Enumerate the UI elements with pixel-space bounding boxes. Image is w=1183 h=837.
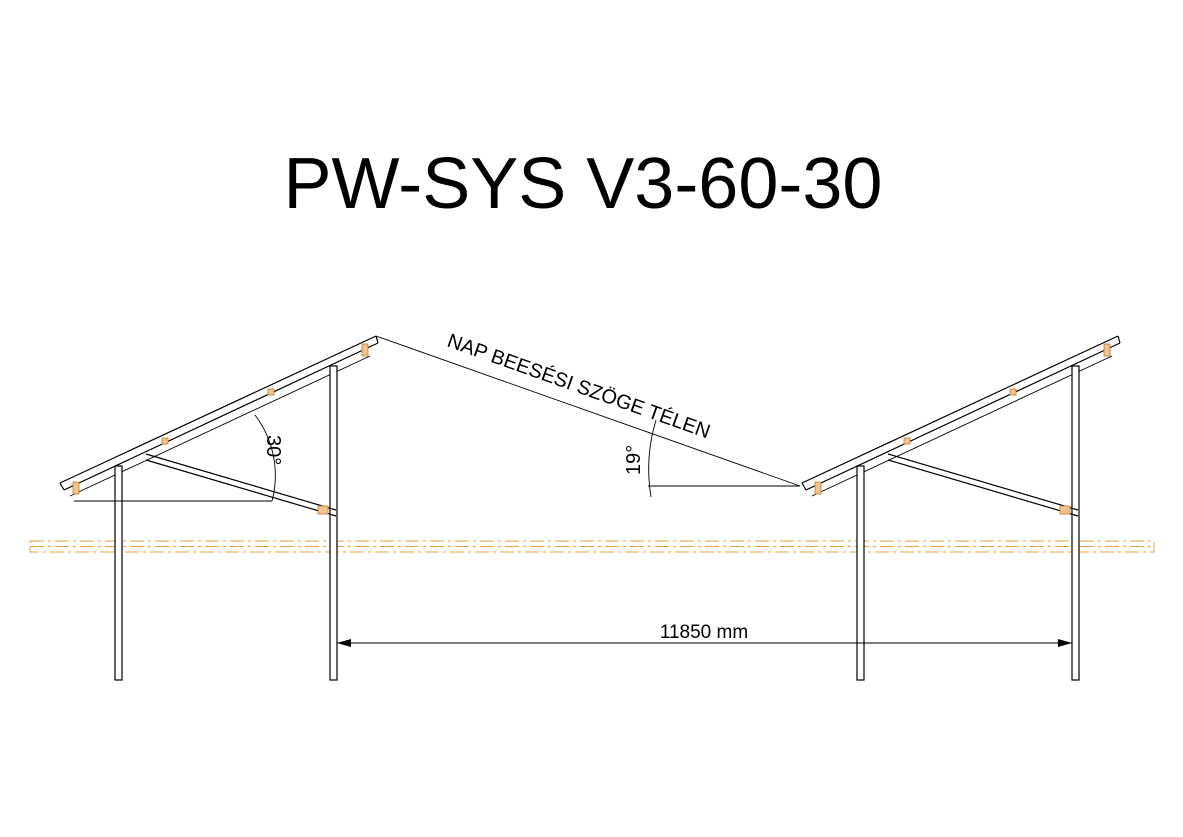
left-angle-arc xyxy=(254,414,276,502)
right-clamp xyxy=(1009,388,1017,396)
right-clamp xyxy=(903,437,911,445)
left-clamp xyxy=(161,437,169,445)
left-mounting-structure: 30° xyxy=(59,335,379,681)
left-front-post xyxy=(114,465,123,681)
sun-incidence-line xyxy=(375,335,801,487)
right-clamp xyxy=(1103,343,1111,357)
left-clamp xyxy=(267,388,275,396)
dimension-arrow-right xyxy=(1058,639,1072,647)
left-clamp xyxy=(72,481,80,495)
sun-angle-label: NAP BEESÉSI SZÖGE TÉLEN xyxy=(444,329,713,443)
left-diagonal-brace xyxy=(145,453,337,517)
right-rear-post xyxy=(1071,365,1080,681)
winter-sun-angle-label: 19° xyxy=(623,445,645,475)
dimension-arrow-left xyxy=(337,639,351,647)
left-rear-post xyxy=(329,365,338,681)
right-diagonal-brace xyxy=(887,453,1079,517)
ground-line xyxy=(29,540,1155,553)
drawing-title: PW-SYS V3-60-30 xyxy=(284,144,883,224)
right-front-post xyxy=(856,465,865,681)
panel-tilt-label: 30° xyxy=(262,435,284,465)
row-spacing-label: 11850 mm xyxy=(660,622,748,643)
sun-angle-arc xyxy=(648,419,657,498)
row-spacing-dimension: 11850 mm xyxy=(337,622,1072,647)
left-clamp xyxy=(361,343,369,357)
right-clamp xyxy=(814,481,822,495)
right-mounting-structure xyxy=(801,335,1121,681)
